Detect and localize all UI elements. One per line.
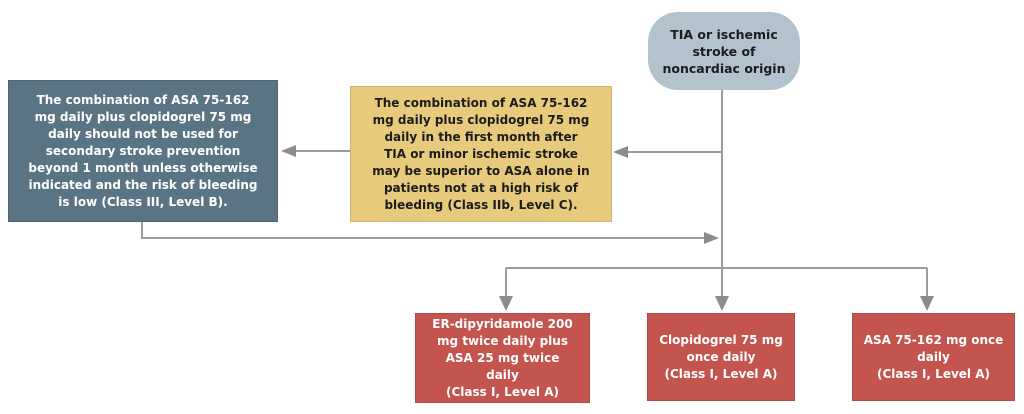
node-option-asa: ASA 75-162 mg once daily (Class I, Level… xyxy=(852,313,1015,401)
arrow-right-icon xyxy=(704,232,719,244)
node-option-er-dipyridamole: ER-dipyridamole 200 mg twice daily plus … xyxy=(415,313,590,403)
arrow-down-icon xyxy=(499,296,513,311)
arrow-left-icon xyxy=(281,145,296,157)
node-option-clopidogrel: Clopidogrel 75 mg once daily (Class I, L… xyxy=(647,313,795,401)
line-caution-to-main xyxy=(141,222,704,239)
node-combination-first-month: The combination of ASA 75-162 mg daily p… xyxy=(350,86,612,222)
node-caution-combination-beyond-1-month: The combination of ASA 75-162 mg daily p… xyxy=(8,80,278,222)
arrow-down-icon xyxy=(715,296,729,311)
arrow-left-icon xyxy=(613,146,628,158)
arrow-down-icon xyxy=(920,296,934,311)
node-start-tia-stroke: TIA or ischemic stroke of noncardiac ori… xyxy=(648,12,800,90)
